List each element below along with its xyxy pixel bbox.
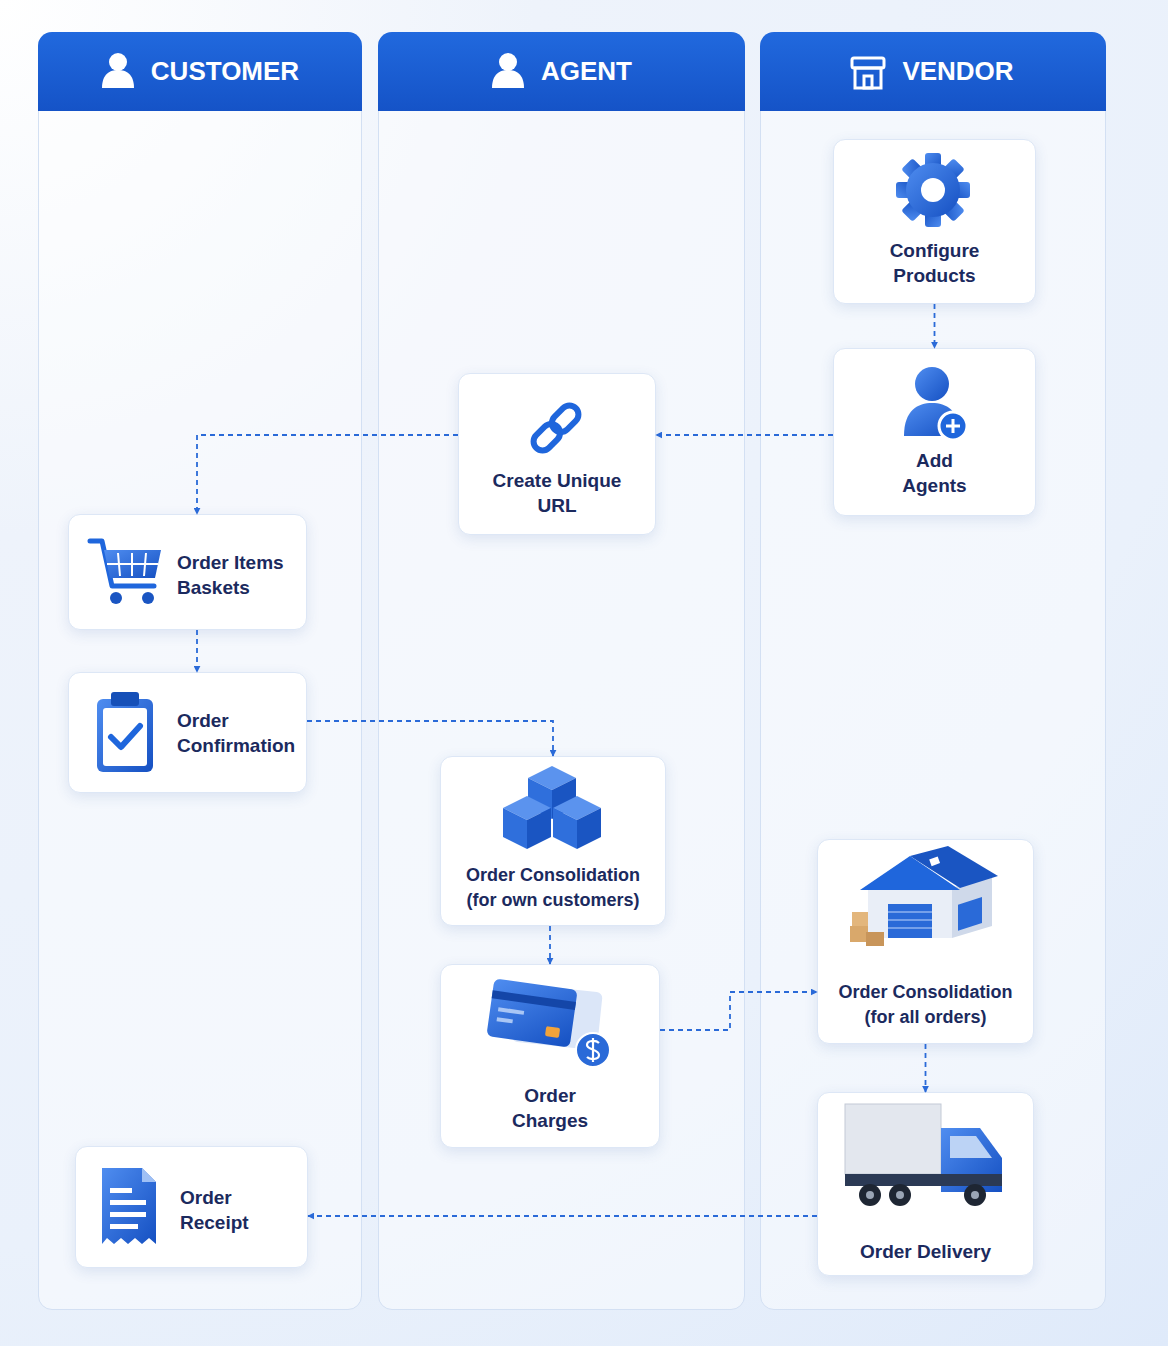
- lane-header: VENDOR: [760, 32, 1106, 111]
- box-label: Order Charges: [500, 1083, 600, 1133]
- process-box: Add Agents: [833, 348, 1036, 516]
- lane-header: AGENT: [378, 32, 745, 111]
- lane-title: AGENT: [491, 56, 632, 87]
- process-box: Order Items Baskets: [68, 514, 307, 630]
- process-box: Create Unique URL: [458, 373, 656, 535]
- box-label: Order Confirmation: [177, 708, 305, 758]
- box-label: Create Unique URL: [482, 468, 632, 518]
- process-box: Order Charges: [440, 964, 660, 1148]
- swimlane: CUSTOMER Order Items BasketsOrder Confirm…: [38, 32, 362, 1310]
- box-label: Order Receipt: [180, 1185, 280, 1235]
- lane-title: CUSTOMER: [101, 56, 299, 87]
- swimlane: VENDOR Configure ProductsAdd AgentsOrder …: [760, 32, 1106, 1310]
- process-box: Order Consolidation (for all orders): [817, 839, 1034, 1044]
- process-box: Order Delivery: [817, 1092, 1034, 1276]
- box-label: Configure Products: [875, 238, 995, 288]
- swimlane: AGENT Create Unique URL Order Consolidatio…: [378, 32, 745, 1310]
- box-label: Order Delivery: [826, 1239, 1026, 1264]
- lane-header: CUSTOMER: [38, 32, 362, 111]
- box-label: Order Consolidation (for all orders): [826, 980, 1026, 1030]
- process-box: Order Confirmation: [68, 672, 307, 793]
- box-label: Order Items Baskets: [177, 550, 302, 600]
- process-box: Order Receipt: [75, 1146, 308, 1268]
- box-label: Add Agents: [895, 448, 975, 498]
- process-box: Order Consolidation (for own customers): [440, 756, 666, 926]
- process-box: Configure Products: [833, 139, 1036, 304]
- lane-title: VENDOR: [852, 56, 1013, 87]
- box-label: Order Consolidation (for own customers): [450, 863, 656, 913]
